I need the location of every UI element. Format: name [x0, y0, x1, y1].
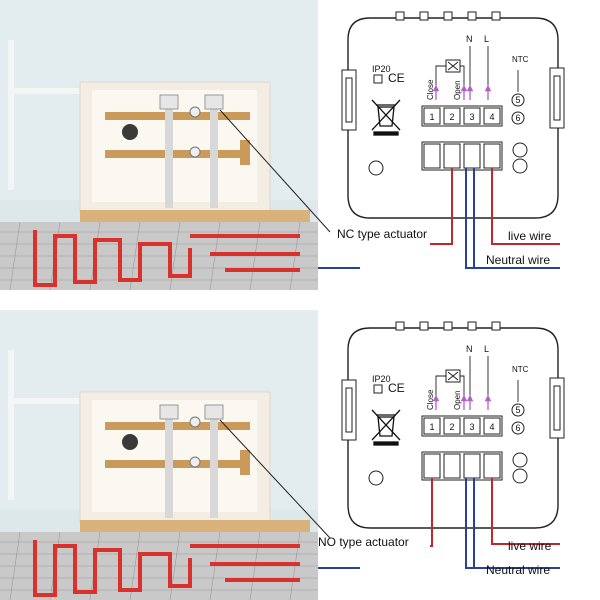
ntc-terminal-5: 5 — [515, 95, 520, 105]
open-label: Open — [453, 390, 462, 410]
live-wire-label: live wire — [508, 229, 552, 243]
terminal-1: 1 — [429, 422, 434, 432]
ntc-label: NTC — [512, 365, 529, 374]
actuator-label: NO type actuator — [318, 535, 409, 549]
ntc-terminal-6: 6 — [515, 113, 520, 123]
actuator-coil-icon — [445, 369, 461, 383]
terminal-2: 2 — [449, 112, 454, 122]
manifold-photo — [0, 310, 318, 600]
double-insulation-icon — [373, 74, 383, 84]
n-label: N — [466, 34, 473, 44]
l-label: L — [484, 344, 489, 354]
panel-no: IP20 CE N L NTC Close Open — [0, 310, 565, 600]
actuator-coil-icon — [445, 59, 461, 73]
n-label: N — [466, 344, 473, 354]
l-label: L — [484, 34, 489, 44]
ip-rating: IP20 — [372, 374, 391, 384]
neutral-wire-label: Neutral wire — [486, 253, 550, 267]
weee-bin-icon — [371, 99, 401, 136]
neutral-wire-label: Neutral wire — [486, 563, 550, 577]
ce-mark: CE — [388, 381, 405, 395]
ip-rating: IP20 — [372, 64, 391, 74]
panel-nc: IP20 CE N L NTC Close Open — [0, 0, 565, 291]
terminal-4: 4 — [489, 422, 494, 432]
manifold-photo — [0, 0, 318, 291]
double-insulation-icon — [373, 384, 383, 394]
terminal-4: 4 — [489, 112, 494, 122]
open-label: Open — [453, 80, 462, 100]
terminal-3: 3 — [469, 112, 474, 122]
terminal-2: 2 — [449, 422, 454, 432]
ntc-terminal-5: 5 — [515, 405, 520, 415]
ntc-terminal-6: 6 — [515, 423, 520, 433]
terminal-3: 3 — [469, 422, 474, 432]
close-label: Close — [426, 389, 435, 410]
weee-bin-icon — [371, 409, 401, 446]
terminal-1: 1 — [429, 112, 434, 122]
ce-mark: CE — [388, 71, 405, 85]
live-wire-label: live wire — [508, 539, 552, 553]
ntc-label: NTC — [512, 55, 529, 64]
close-label: Close — [426, 79, 435, 100]
actuator-label: NC type actuator — [337, 227, 427, 241]
